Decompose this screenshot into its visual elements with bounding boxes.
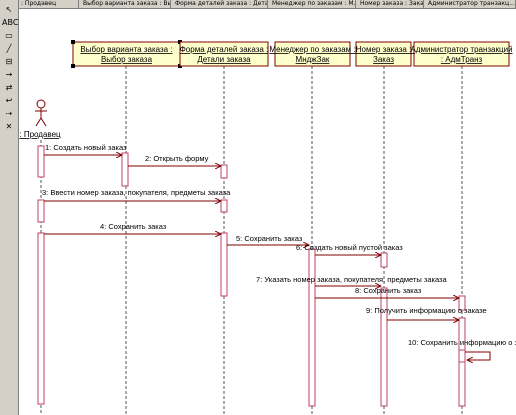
actor-label: : Продавец	[19, 130, 61, 139]
message-label-8: 8: Сохранить заказ	[355, 286, 422, 295]
header-column-0[interactable]: : Продавец	[19, 0, 79, 8]
object-box-1[interactable]	[179, 41, 269, 67]
header-column-1[interactable]: Выбор варианта заказа : Выб...	[81, 0, 171, 8]
activation-bar	[308, 248, 316, 407]
object-tool-icon[interactable]: ⊟	[5, 57, 13, 66]
message-arrow-10[interactable]	[465, 351, 491, 360]
header-column-3[interactable]: Менеджер по заказам : М...	[272, 0, 356, 8]
header-column-2[interactable]: Форма деталей заказа : Дета...	[175, 0, 268, 8]
activation-bar	[458, 349, 466, 363]
object-name-line2: Заказ	[373, 55, 394, 64]
actor-left-leg-icon	[35, 117, 42, 127]
activation-bar	[37, 232, 45, 405]
actor-head-icon	[36, 99, 46, 109]
object-name-line1: Форма деталей заказа :	[180, 45, 269, 54]
diagram-toolbar: ↖ ABC ▭ ╱ ⊟ → ⇄ ↩ ⇢ ✕	[0, 0, 19, 415]
object-box-2[interactable]	[274, 41, 351, 67]
object-name-line1: Менеджер по заказам :	[269, 45, 355, 54]
object-name-line2: Выбор заказа	[101, 55, 153, 64]
message-label-10: 10: Сохранить информацию о заказе	[408, 338, 516, 347]
selection-handle[interactable]	[71, 64, 75, 68]
self-message-icon[interactable]: ↩	[5, 96, 13, 105]
object-box-3[interactable]	[355, 41, 412, 67]
destruction-marker-icon[interactable]: ✕	[5, 122, 13, 131]
object-name-line2: МнджЗак	[296, 55, 330, 64]
message-label-4: 4: Сохранить заказ	[100, 222, 167, 231]
object-name-line2: : АдмТранз	[441, 55, 483, 64]
selection-handle[interactable]	[71, 40, 75, 44]
select-arrow-icon[interactable]: ↖	[5, 5, 13, 14]
anchor-line-icon[interactable]: ╱	[6, 44, 12, 53]
text-tool-icon[interactable]: ABC	[2, 18, 19, 27]
message-label-5: 5: Сохранить заказ	[236, 234, 303, 243]
activation-bar	[37, 145, 45, 178]
diagram-canvas[interactable]: : Продавец Выбор варианта заказа :Выбор з…	[19, 9, 516, 415]
actor-right-leg-icon	[40, 117, 47, 127]
return-message-icon[interactable]: ⇄	[5, 83, 13, 92]
activation-bar	[121, 152, 129, 187]
header-column-4[interactable]: Номер заказа : Заказ	[360, 0, 424, 8]
activation-bar	[380, 287, 388, 407]
object-box-0[interactable]	[72, 41, 181, 67]
activation-bar	[37, 199, 45, 223]
message-label-2: 2: Открыть форму	[145, 154, 209, 163]
activation-bar	[458, 295, 466, 311]
object-box-4[interactable]	[413, 41, 510, 67]
message-label-9: 9: Получить информацию о заказе	[366, 306, 487, 315]
header-column-5[interactable]: Администратор транзакц...	[428, 0, 516, 8]
sequence-diagram: : Продавец Выбор варианта заказа :Выбор з…	[19, 40, 516, 415]
message-tool-icon[interactable]: →	[5, 70, 13, 79]
object-name-line2: Детали заказа	[197, 55, 251, 64]
object-name-line1: Выбор варианта заказа :	[80, 45, 172, 54]
async-message-icon[interactable]: ⇢	[5, 109, 13, 118]
activation-bar	[220, 199, 228, 213]
object-name-line1: Администратор транзакций	[410, 45, 512, 54]
activation-bar	[220, 164, 228, 179]
activation-bar	[220, 232, 228, 297]
message-label-3: 3: Ввести номер заказа, покупателя, пред…	[42, 188, 231, 197]
message-label-6: 6: Создать новый пустой заказ	[296, 243, 403, 252]
note-tool-icon[interactable]: ▭	[5, 31, 13, 40]
message-label-1: 1: Создать новый заказ	[45, 143, 127, 152]
activation-bar	[380, 252, 388, 268]
message-label-7: 7: Указать номер заказа, покупателя, пре…	[256, 275, 447, 284]
object-name-line1: Номер заказа :	[356, 45, 412, 54]
